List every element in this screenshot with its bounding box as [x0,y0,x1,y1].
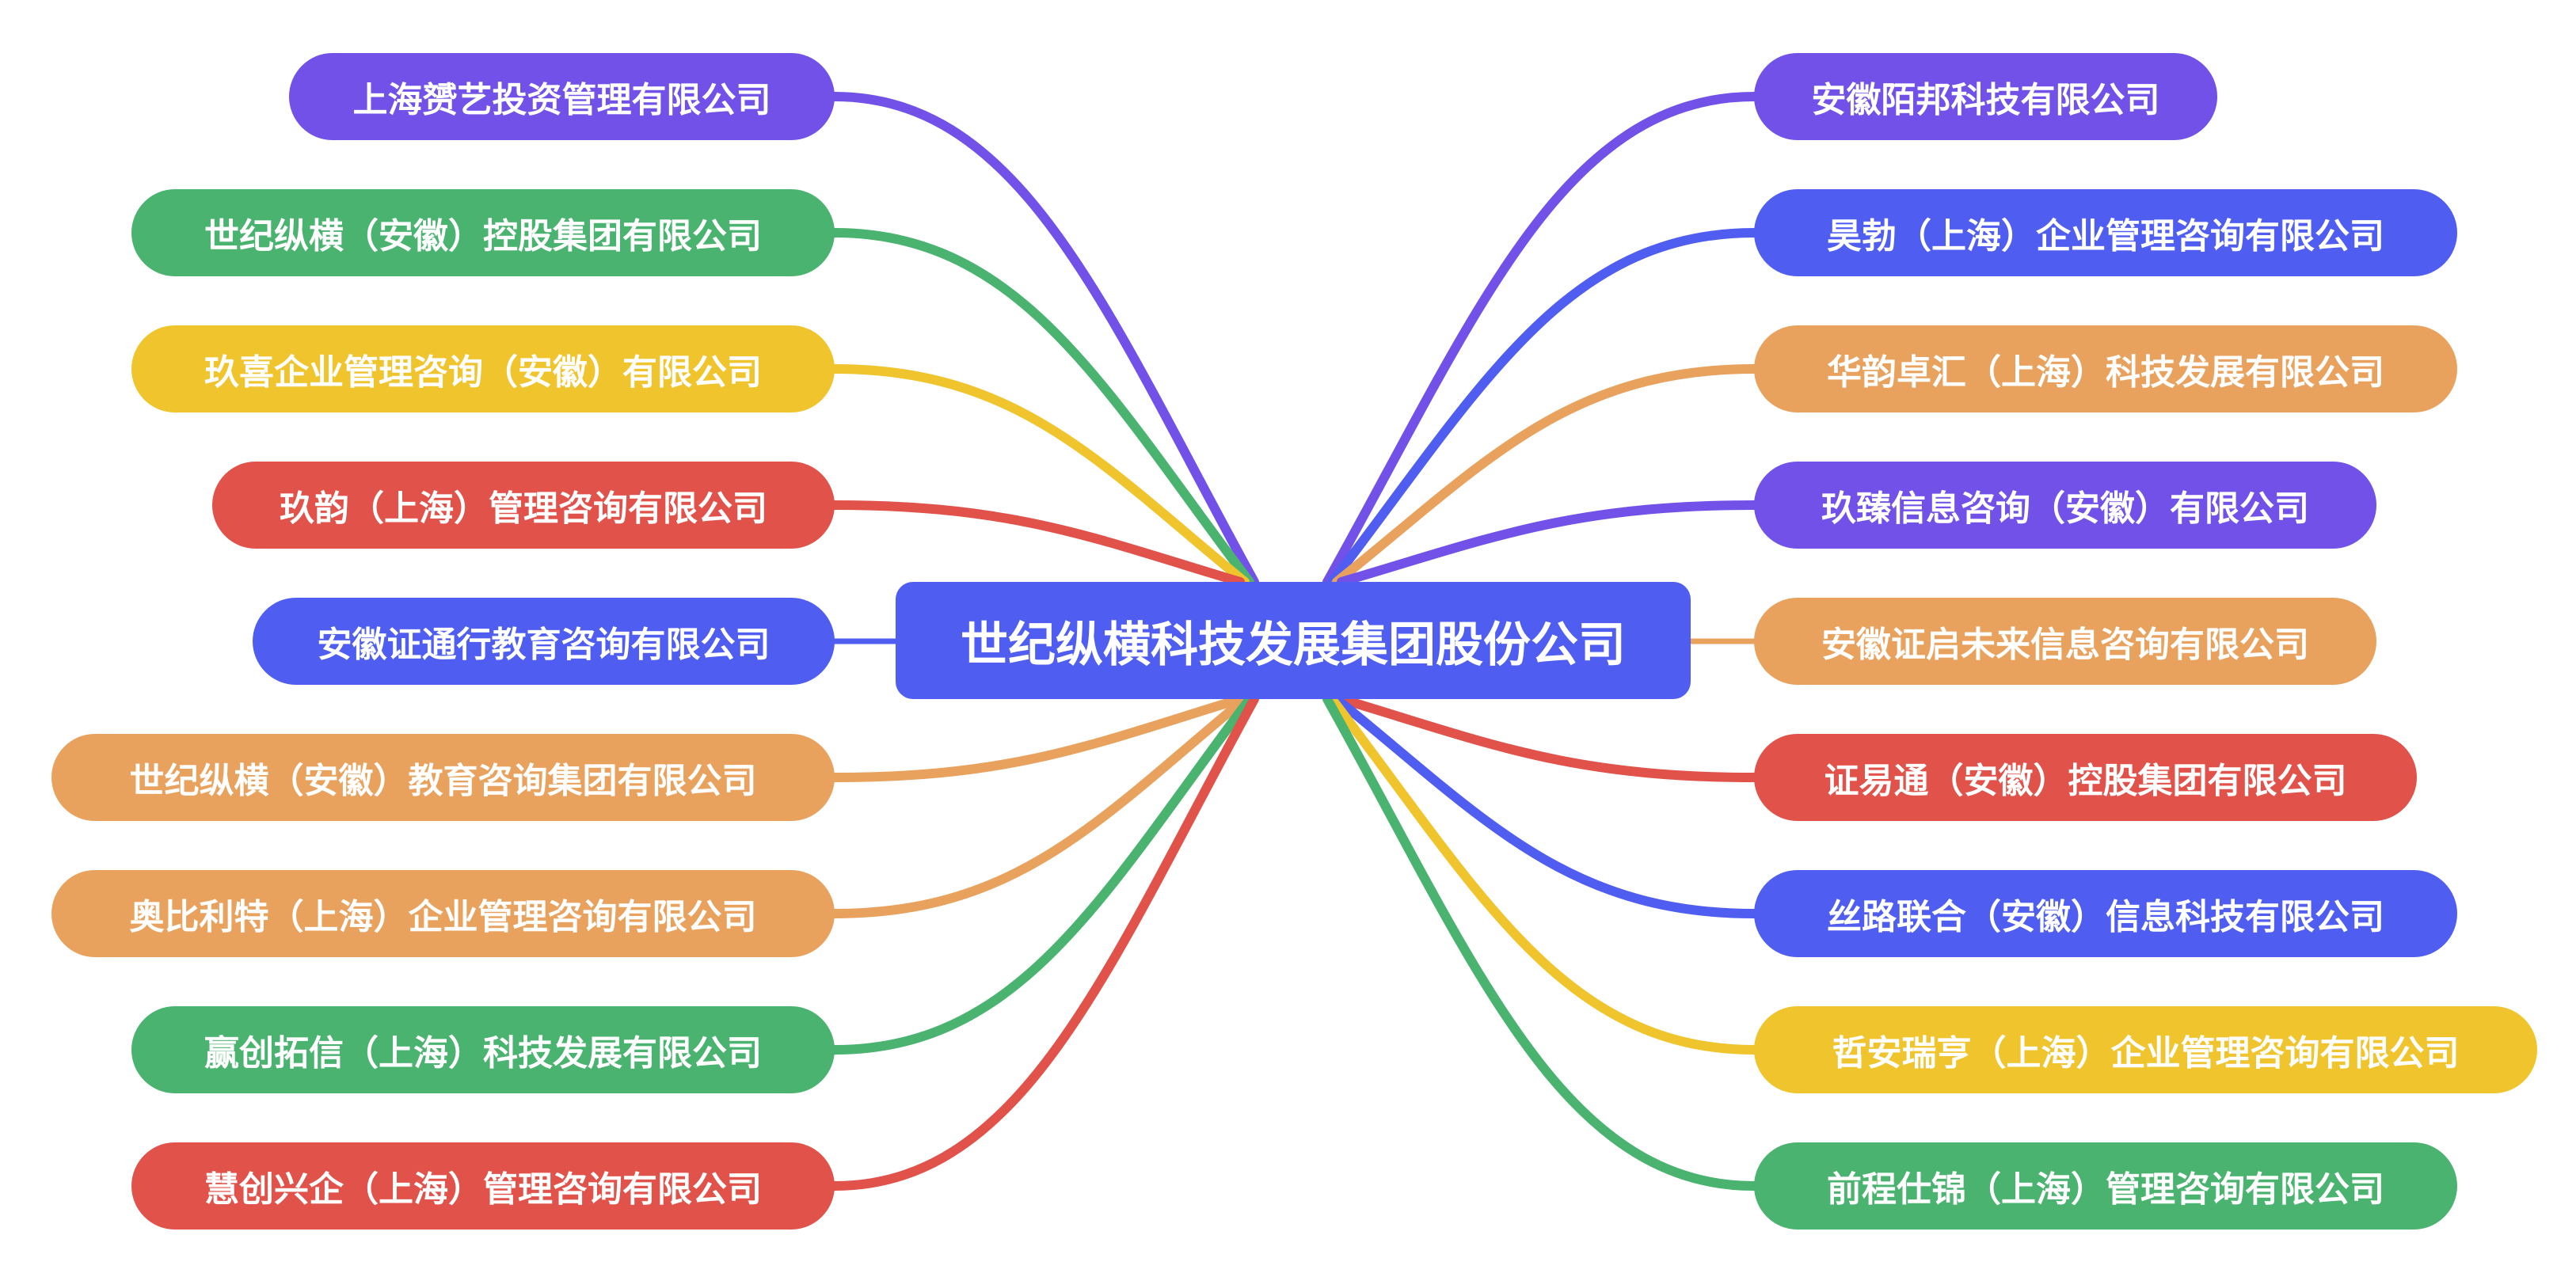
root-node[interactable]: 世纪纵横科技发展集团股份公司 [896,582,1691,699]
node-label: 上海赟艺投资管理有限公司 [352,80,771,120]
left-connector [830,228,1254,587]
left-node[interactable]: 玖喜企业管理咨询（安徽）有限公司 [131,325,835,412]
left-connector [830,694,1245,782]
right-connector [1332,694,1759,918]
right-connector [1332,364,1759,587]
node-label: 丝路联合（安徽）信息科技有限公司 [1827,897,2384,937]
left-node[interactable]: 玖韵（上海）管理咨询有限公司 [212,462,835,549]
left-connector [830,500,1245,587]
node-label: 安徽证启未来信息咨询有限公司 [1821,625,2309,665]
right-connector [1337,500,1759,587]
left-connector [830,694,1250,918]
right-connector [1322,694,1759,1191]
node-label: 奥比利特（上海）企业管理咨询有限公司 [129,897,757,937]
node-label: 华韵卓汇（上海）科技发展有限公司 [1827,352,2384,393]
right-node[interactable]: 安徽陌邦科技有限公司 [1754,53,2217,140]
right-node[interactable]: 前程仕锦（上海）管理咨询有限公司 [1754,1142,2457,1229]
node-label: 世纪纵横（安徽）控股集团有限公司 [204,216,762,257]
left-node[interactable]: 奥比利特（上海）企业管理咨询有限公司 [51,870,835,957]
right-node[interactable]: 昊勃（上海）企业管理咨询有限公司 [1754,189,2457,276]
right-node[interactable]: 华韵卓汇（上海）科技发展有限公司 [1754,325,2457,412]
node-label: 前程仕锦（上海）管理咨询有限公司 [1827,1169,2384,1210]
left-node[interactable]: 安徽证通行教育咨询有限公司 [253,598,835,685]
node-label: 世纪纵横（安徽）教育咨询集团有限公司 [129,761,757,801]
node-label: 证易通（安徽）控股集团有限公司 [1824,761,2347,801]
node-label: 玖喜企业管理咨询（安徽）有限公司 [204,352,762,393]
left-node[interactable]: 赢创拓信（上海）科技发展有限公司 [131,1006,835,1093]
right-node[interactable]: 玖臻信息咨询（安徽）有限公司 [1754,462,2376,549]
left-connector [830,694,1259,1191]
right-node[interactable]: 证易通（安徽）控股集团有限公司 [1754,734,2417,821]
right-connector [1337,694,1759,782]
left-connector [830,92,1259,587]
left-node[interactable]: 上海赟艺投资管理有限公司 [289,53,835,140]
node-label: 哲安瑞亨（上海）企业管理咨询有限公司 [1832,1033,2460,1074]
left-connector [830,694,1254,1055]
right-node[interactable]: 安徽证启未来信息咨询有限公司 [1754,598,2376,685]
right-node[interactable]: 丝路联合（安徽）信息科技有限公司 [1754,870,2457,957]
node-label: 慧创兴企（上海）管理咨询有限公司 [204,1169,762,1210]
node-label: 玖韵（上海）管理咨询有限公司 [280,488,767,529]
node-label: 安徽陌邦科技有限公司 [1811,80,2160,120]
right-connector [1327,694,1759,1055]
left-connector [830,364,1250,587]
left-node[interactable]: 慧创兴企（上海）管理咨询有限公司 [131,1142,835,1229]
left-node[interactable]: 世纪纵横（安徽）控股集团有限公司 [131,189,835,276]
node-label: 昊勃（上海）企业管理咨询有限公司 [1827,216,2384,257]
node-label: 安徽证通行教育咨询有限公司 [317,625,771,665]
node-label: 玖臻信息咨询（安徽）有限公司 [1821,488,2309,529]
right-node[interactable]: 哲安瑞亨（上海）企业管理咨询有限公司 [1754,1006,2537,1093]
right-connector [1327,228,1759,587]
right-connector [1322,92,1759,587]
left-node[interactable]: 世纪纵横（安徽）教育咨询集团有限公司 [51,734,835,821]
node-label: 赢创拓信（上海）科技发展有限公司 [204,1033,762,1074]
root-node-label: 世纪纵横科技发展集团股份公司 [961,617,1626,673]
